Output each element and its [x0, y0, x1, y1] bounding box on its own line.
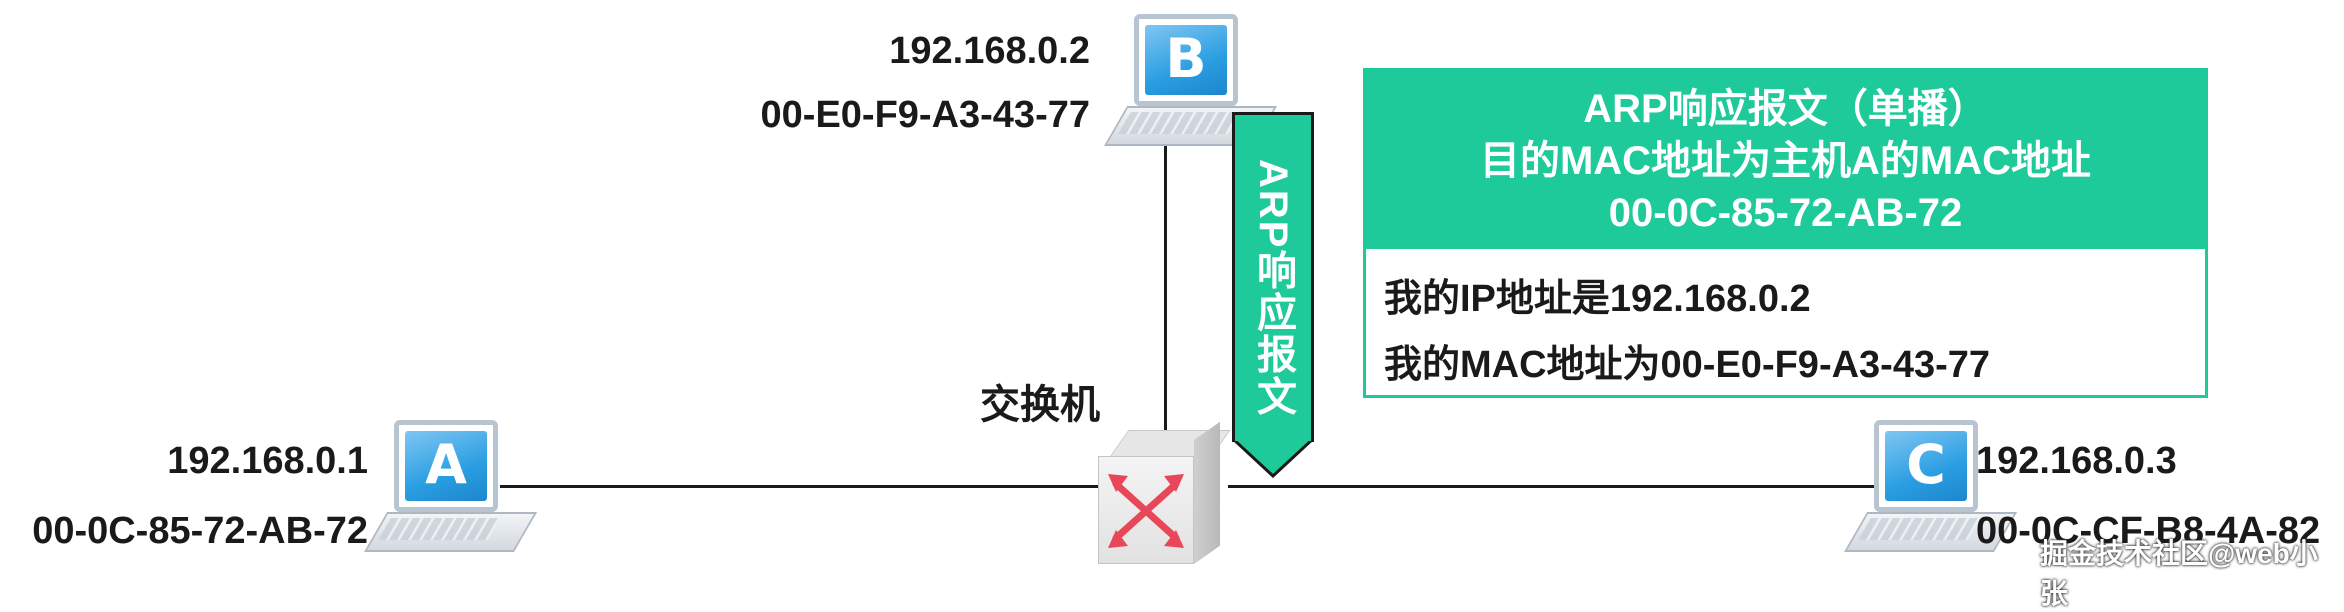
host-b-laptop-icon: B — [1100, 14, 1278, 159]
host-c-letter: C — [1906, 433, 1946, 496]
host-b-letter: B — [1165, 27, 1207, 90]
infobox-header: ARP响应报文（单播） 目的MAC地址为主机A的MAC地址 00-0C-85-7… — [1366, 71, 2205, 249]
host-a-mac: 00-0C-85-72-AB-72 — [32, 510, 368, 552]
infobox-body-line1: 我的IP地址是192.168.0.2 — [1384, 278, 1811, 320]
switch-icon — [1098, 421, 1231, 570]
arrow-label: ARP响应报文 — [1251, 158, 1295, 418]
host-c-mac: 00-0C-CF-B8-4A-82 — [1976, 510, 2321, 552]
switch-arrows-icon — [1108, 474, 1184, 548]
arrow-head-icon — [1232, 438, 1314, 478]
switch-label: 交换机 — [980, 383, 1100, 427]
link-b-switch — [1164, 140, 1167, 436]
arp-response-arrow — [1232, 112, 1314, 442]
arp-response-infobox: ARP响应报文（单播） 目的MAC地址为主机A的MAC地址 00-0C-85-7… — [1363, 68, 2208, 398]
host-b-mac: 00-E0-F9-A3-43-77 — [760, 94, 1090, 136]
host-a-laptop-icon: A — [360, 420, 538, 565]
link-switch-c — [1228, 485, 1890, 488]
host-b-ip: 192.168.0.2 — [889, 30, 1090, 72]
host-c-ip: 192.168.0.3 — [1976, 440, 2177, 482]
watermark: 掘金技术社区@web小张 — [2040, 538, 2318, 609]
infobox-header-line2: 目的MAC地址为主机A的MAC地址 — [1479, 139, 2092, 183]
infobox-body-line2: 我的MAC地址为00-E0-F9-A3-43-77 — [1384, 344, 1991, 386]
link-a-switch — [500, 485, 1100, 488]
host-a-letter: A — [425, 433, 467, 496]
host-c-laptop-icon: C — [1840, 420, 2018, 565]
host-a-ip: 192.168.0.1 — [167, 440, 368, 482]
infobox-header-line1: ARP响应报文（单播） — [1583, 87, 1988, 131]
infobox-header-line3: 00-0C-85-72-AB-72 — [1608, 191, 1963, 235]
